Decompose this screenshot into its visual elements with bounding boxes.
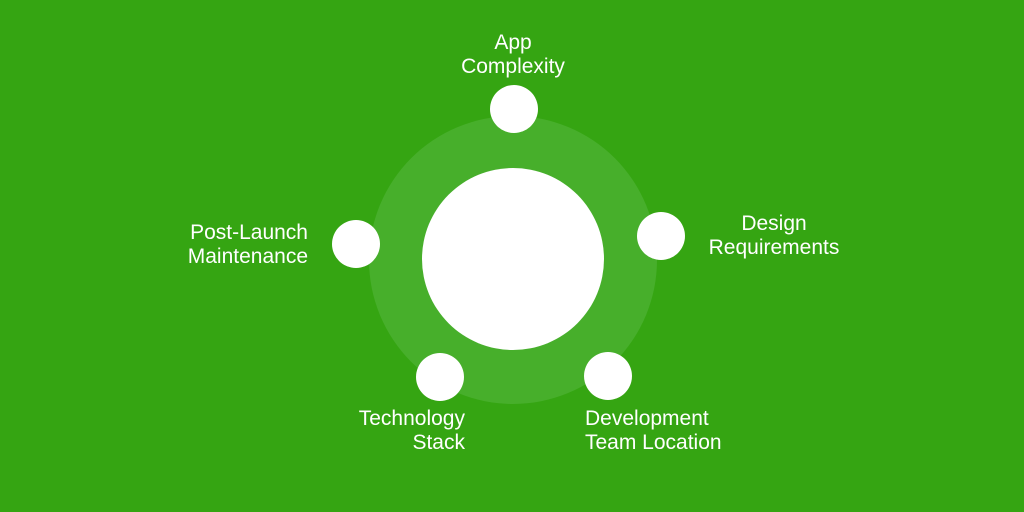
hub-circle xyxy=(422,168,604,350)
label-post-launch-maintenance: Post-Launch Maintenance xyxy=(187,221,308,268)
label-design-requirements: Design Requirements xyxy=(708,212,840,259)
label-technology-stack: Technology Stack xyxy=(358,407,465,454)
node-post-launch-maintenance xyxy=(332,220,380,268)
node-technology-stack xyxy=(416,353,464,401)
node-design-requirements xyxy=(637,212,685,260)
node-development-team-location xyxy=(584,352,632,400)
label-app-complexity: App Complexity xyxy=(461,31,565,78)
label-development-team-location: Development Team Location xyxy=(585,407,722,454)
node-app-complexity xyxy=(490,85,538,133)
